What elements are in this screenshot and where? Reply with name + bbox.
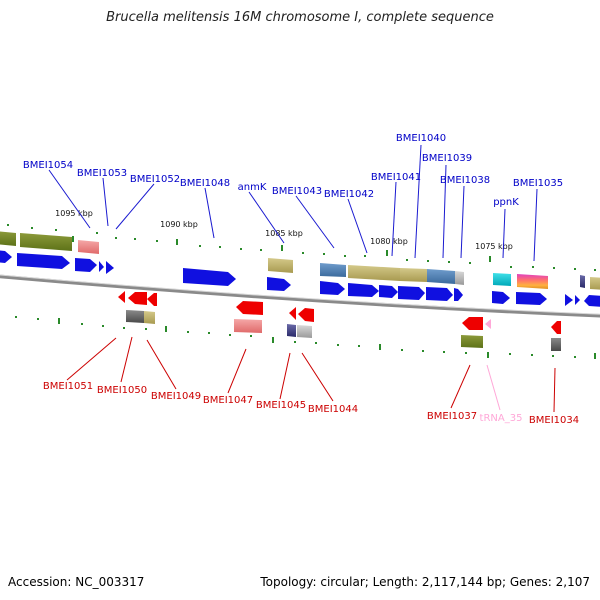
gene-arrow[interactable]	[516, 292, 547, 305]
gene-arrow[interactable]	[17, 253, 70, 269]
gene-label-bmei1047[interactable]: BMEI1047	[203, 395, 253, 406]
gene-bar[interactable]	[455, 271, 464, 285]
genome-backbone-highlight	[0, 274, 600, 315]
gene-arrow[interactable]	[118, 291, 125, 303]
tick-label: 1090 kbp	[160, 220, 198, 229]
leader-lines-plus	[48, 144, 538, 262]
gene-label-bmei1053[interactable]: BMEI1053	[77, 168, 127, 179]
gene-label-trna-35[interactable]: tRNA_35	[480, 413, 523, 424]
map-title: Brucella melitensis 16M chromosome I, co…	[106, 10, 494, 25]
gene-arrow[interactable]	[320, 281, 345, 295]
gene-label-bmei1041[interactable]: BMEI1041	[371, 172, 421, 183]
tick-label: 1075 kbp	[475, 242, 513, 251]
minus-strand-labels: BMEI1051 BMEI1050 BMEI1049 BMEI1047 BMEI…	[43, 381, 579, 426]
gene-bar[interactable]	[400, 268, 427, 282]
genome-backbone	[0, 274, 600, 318]
gene-bar[interactable]	[320, 263, 346, 277]
gene-label-bmei1043[interactable]: BMEI1043	[272, 186, 322, 197]
gene-arrow[interactable]	[398, 286, 425, 300]
gene-arrow[interactable]	[379, 285, 398, 298]
gene-arrow[interactable]	[0, 250, 12, 263]
gene-label-bmei1034[interactable]: BMEI1034	[529, 415, 579, 426]
gene-bar[interactable]	[126, 310, 144, 323]
gene-bar[interactable]	[517, 274, 548, 289]
leader-line-trna	[486, 364, 501, 411]
gene-arrow[interactable]	[584, 295, 600, 307]
gene-bar[interactable]	[78, 240, 99, 254]
gene-arrow[interactable]	[348, 283, 379, 297]
gene-arrow[interactable]	[267, 277, 291, 291]
gene-label-bmei1044[interactable]: BMEI1044	[308, 404, 358, 415]
gene-bar[interactable]	[297, 325, 312, 338]
gene-arrow[interactable]	[106, 261, 114, 274]
leader-lines-minus	[66, 336, 556, 413]
gene-arrow[interactable]	[492, 291, 510, 304]
tick-label: 1080 kbp	[370, 237, 408, 246]
gene-bar[interactable]	[493, 273, 511, 286]
gene-arrow[interactable]	[462, 317, 483, 330]
gene-bar[interactable]	[461, 335, 483, 348]
gene-bar[interactable]	[427, 269, 455, 284]
gene-arrow[interactable]	[551, 321, 561, 334]
gene-arrow[interactable]	[426, 287, 453, 301]
gene-label-bmei1035[interactable]: BMEI1035	[513, 178, 563, 189]
gene-arrow[interactable]	[298, 308, 314, 322]
plus-strand-function-bars	[0, 231, 600, 290]
gene-label-anmk[interactable]: anmK	[238, 182, 267, 193]
gene-arrow[interactable]	[565, 294, 573, 306]
gene-label-bmei1051[interactable]: BMEI1051	[43, 381, 93, 392]
gene-bar[interactable]	[580, 275, 585, 288]
gene-bar[interactable]	[144, 311, 155, 324]
gene-label-bmei1050[interactable]: BMEI1050	[97, 385, 147, 396]
tick-label: 1085 kbp	[265, 229, 303, 238]
plus-strand-genes	[0, 250, 600, 307]
plus-strand-labels: BMEI1054 BMEI1053 BMEI1052 BMEI1048 anmK…	[23, 133, 563, 208]
gene-arrow[interactable]	[128, 292, 147, 305]
gene-bar[interactable]	[20, 233, 72, 251]
gene-bar[interactable]	[268, 258, 293, 273]
accession-text: Accession: NC_003317	[8, 575, 145, 589]
gene-label-bmei1045[interactable]: BMEI1045	[256, 400, 306, 411]
lower-tick-row	[15, 316, 596, 359]
trna-arrow[interactable]	[485, 319, 491, 329]
gene-label-bmei1040[interactable]: BMEI1040	[396, 133, 446, 144]
minus-strand-function-bars	[126, 310, 561, 351]
tick-label: 1095 kbp	[55, 209, 93, 218]
gene-bar[interactable]	[348, 265, 400, 281]
gene-bar[interactable]	[234, 319, 262, 333]
gene-bar[interactable]	[0, 231, 16, 246]
topology-text: Topology: circular; Length: 2,117,144 bp…	[260, 575, 590, 589]
gene-label-bmei1048[interactable]: BMEI1048	[180, 178, 230, 189]
gene-bar[interactable]	[287, 324, 296, 337]
gene-arrow[interactable]	[75, 258, 97, 272]
gene-bar[interactable]	[551, 338, 561, 351]
upper-tick-row	[7, 224, 596, 271]
kbp-tick-labels: 1095 kbp 1090 kbp 1085 kbp 1080 kbp 1075…	[55, 209, 513, 251]
gene-label-bmei1049[interactable]: BMEI1049	[151, 391, 201, 402]
gene-label-bmei1052[interactable]: BMEI1052	[130, 174, 180, 185]
gene-label-bmei1042[interactable]: BMEI1042	[324, 189, 374, 200]
minus-strand-genes	[118, 291, 561, 334]
gene-arrow[interactable]	[454, 288, 463, 301]
gene-arrow[interactable]	[147, 293, 157, 306]
gene-bar[interactable]	[590, 277, 600, 290]
gene-arrow[interactable]	[99, 261, 104, 272]
gene-label-bmei1037[interactable]: BMEI1037	[427, 411, 477, 422]
gene-label-bmei1039[interactable]: BMEI1039	[422, 153, 472, 164]
gene-label-ppnk[interactable]: ppnK	[493, 197, 519, 208]
gene-arrow[interactable]	[289, 307, 296, 320]
gene-label-bmei1038[interactable]: BMEI1038	[440, 175, 490, 186]
gene-arrow[interactable]	[183, 268, 236, 286]
gene-arrow[interactable]	[236, 301, 263, 315]
gene-label-bmei1054[interactable]: BMEI1054	[23, 160, 73, 171]
gene-arrow[interactable]	[575, 295, 580, 305]
